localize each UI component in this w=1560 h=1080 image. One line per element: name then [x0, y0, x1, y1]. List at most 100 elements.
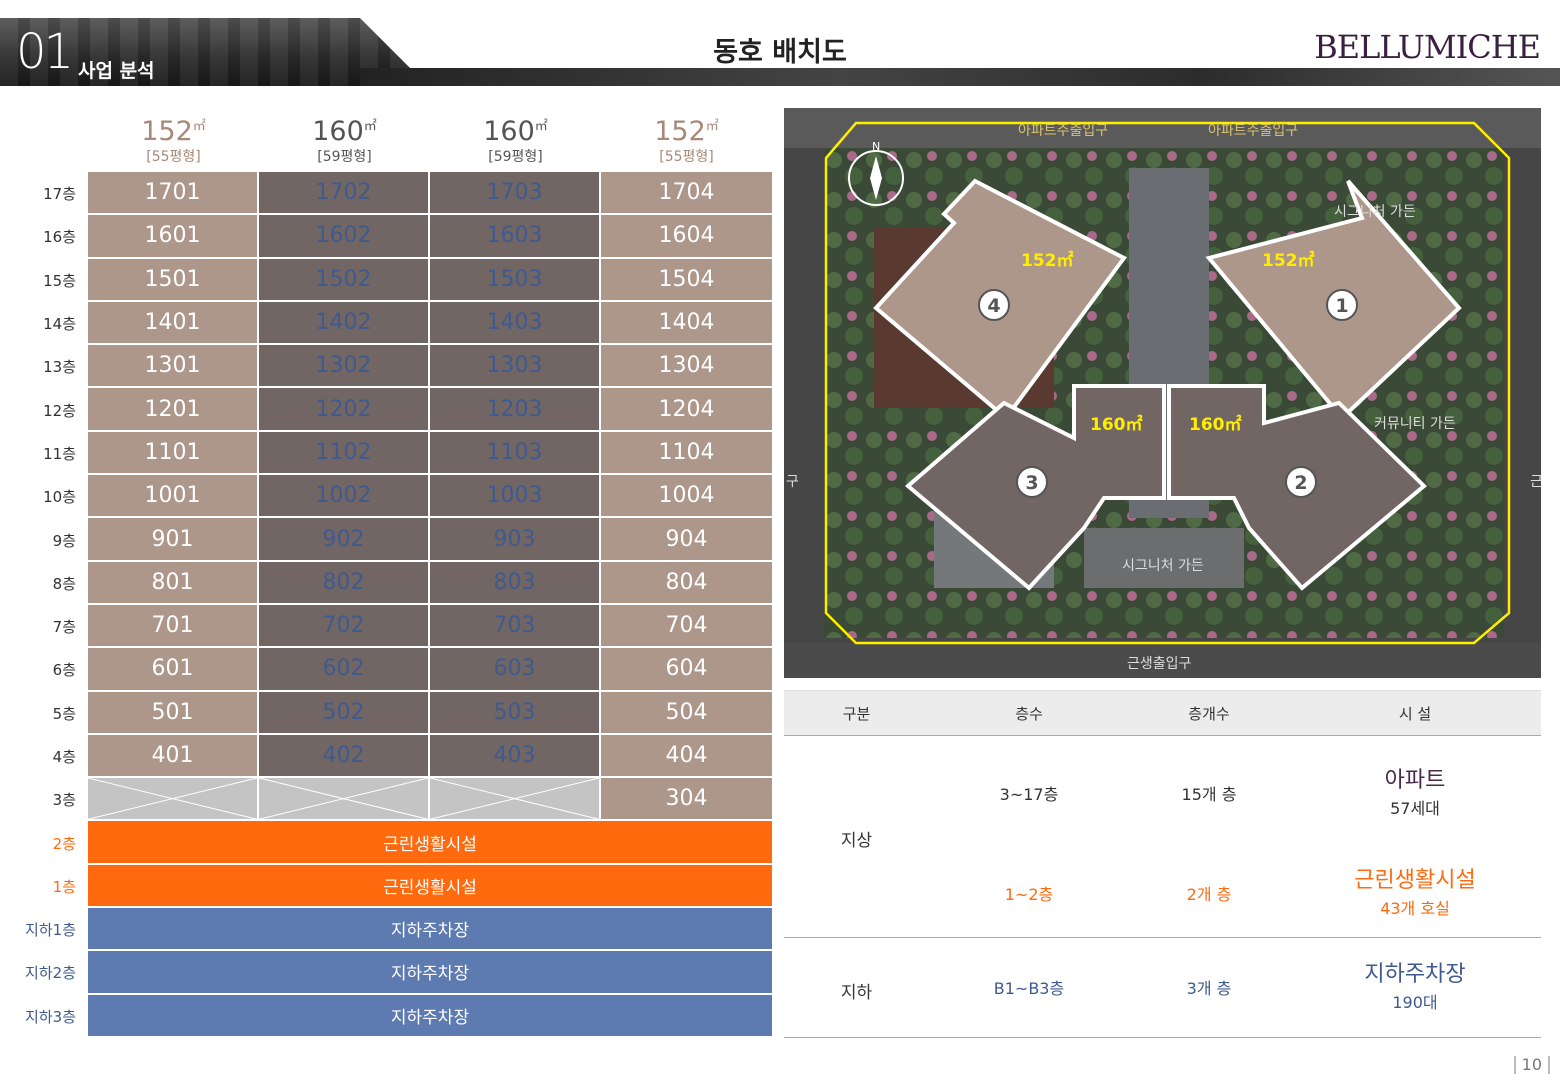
- unit-type-unit: ㎡: [534, 119, 548, 134]
- unit-type-pyeong: [59평형]: [317, 149, 372, 165]
- commercial-floor-bar: 근린생활시설: [88, 821, 772, 865]
- unit-cell: 1201: [88, 388, 259, 430]
- parking-floor-bar: 지하주차장: [88, 951, 772, 995]
- unit-type-pyeong: [55평형]: [659, 149, 714, 165]
- unit-number: 4: [987, 295, 1000, 317]
- unit-cell: 1002: [259, 475, 430, 517]
- floor-label: 17층: [43, 185, 76, 204]
- unit-cell: 1004: [601, 475, 772, 517]
- floor-label: 3층: [52, 791, 76, 810]
- unit-type-unit: ㎡: [192, 119, 206, 134]
- floor-label: 7층: [52, 618, 76, 637]
- header-floors: 층수: [1015, 704, 1043, 723]
- commercial-floor-bar: 근린생활시설: [88, 864, 772, 909]
- unit-cell: 902: [259, 518, 430, 560]
- unit-number-badge: [1285, 466, 1317, 498]
- section-number: 01: [16, 24, 74, 80]
- unit-cell: 1602: [259, 215, 430, 257]
- floors-cell: 1~2층: [1004, 885, 1054, 904]
- unit-cell: 1604: [601, 215, 772, 257]
- table-row: B1~B3층 3개 층 지하주차장 190대: [929, 952, 1541, 1022]
- floor-label: 5층: [52, 704, 76, 723]
- floor-label: 12층: [43, 401, 76, 420]
- unit-type: 160㎡ [59평형]: [259, 110, 430, 165]
- floor-label: 13층: [43, 358, 76, 377]
- unit-cell: 1204: [601, 388, 772, 430]
- entrance-label: 아파트주출입구: [1018, 123, 1108, 139]
- page-number: 10: [1513, 1056, 1550, 1074]
- unit-cell: 1703: [430, 172, 601, 214]
- count-cell: 3개 층: [1186, 979, 1232, 998]
- floor-row: 1층 근린생활시설: [0, 864, 772, 909]
- unit-cell: 1102: [259, 431, 430, 474]
- unit-type-header: 152㎡ [55평형] 160㎡ [59평형] 160㎡ [59평형] 152㎡…: [88, 110, 772, 165]
- unit-type-unit: ㎡: [705, 119, 719, 134]
- unit-type-size: 160: [483, 116, 535, 147]
- facility-detail: 190대: [1392, 993, 1438, 1012]
- unit-number-badge: [1016, 466, 1048, 498]
- category-label: 지하: [840, 983, 873, 1003]
- unit-cell: 702: [259, 604, 430, 647]
- unit-cell: 402: [259, 734, 430, 777]
- unit-cell: 1603: [430, 215, 601, 257]
- unit-cell: 1003: [430, 475, 601, 517]
- unit-type-pyeong: [59평형]: [488, 149, 543, 165]
- site-boundary: [824, 121, 1511, 645]
- unit-number: 1: [1335, 295, 1348, 317]
- unit-area-label: 160㎡: [1189, 414, 1242, 435]
- facility-name: 근린생활시설: [1354, 868, 1476, 893]
- unit-cell: 1402: [259, 301, 430, 344]
- unit-cell: 803: [430, 561, 601, 603]
- table-row: 3~17층 15개 층 아파트 57세대: [929, 758, 1541, 828]
- unit-cell: 903: [430, 518, 601, 560]
- unit-cell: 1504: [601, 258, 772, 300]
- unit-cell: 1401: [88, 301, 259, 344]
- parking-floor-bar: 지하주차장: [88, 908, 772, 952]
- unit-cell: 1301: [88, 345, 259, 387]
- unit-cell: 1503: [430, 258, 601, 300]
- unit-type-pyeong: [55평형]: [146, 149, 201, 165]
- floor-label: 1층: [52, 877, 76, 896]
- unit-cell: 1104: [601, 431, 772, 474]
- count-cell: 2개 층: [1186, 885, 1232, 904]
- floor-label: 6층: [52, 661, 76, 680]
- unit-type: 152㎡ [55평형]: [88, 110, 259, 165]
- unit-cell: 1502: [259, 258, 430, 300]
- unit-cell: 1203: [430, 388, 601, 430]
- header-facility: 시 설: [1398, 704, 1432, 723]
- facility-detail: 43개 호실: [1380, 899, 1450, 918]
- unit-cell: 1303: [430, 345, 601, 387]
- unit-type-size: 160: [312, 116, 364, 147]
- unit-cell: 1404: [601, 301, 772, 344]
- unit-cell: 501: [88, 691, 259, 733]
- garden-label: 시그니처 가든: [1334, 204, 1416, 220]
- unit-cell: 904: [601, 518, 772, 560]
- facility-name: 아파트: [1384, 768, 1446, 793]
- unit-cell: 1601: [88, 215, 259, 257]
- garden-label: 커뮤니티 가든: [1374, 416, 1456, 432]
- unit-area-label: 152㎡: [1021, 250, 1074, 271]
- side-label: 근: [1530, 474, 1541, 490]
- empty-unit-cell: [259, 778, 430, 820]
- facility-cell: 근린생활시설 43개 호실: [1289, 858, 1541, 928]
- header-category: 구분: [842, 704, 871, 723]
- header: 01 사업 분석 동호 배치도 BELLUMICHE: [0, 0, 1560, 86]
- facility-cell: 지하주차장 190대: [1289, 952, 1541, 1022]
- floor-label: 14층: [43, 315, 76, 334]
- unit-cell: 704: [601, 604, 772, 647]
- site-plan: N 아파트주출입구 아파트주출입구 시그니처 가든 커뮤니티 가든 시그니처 가…: [784, 108, 1541, 678]
- unit-type: 152㎡ [55평형]: [601, 110, 772, 165]
- facility-name: 지하주차장: [1364, 962, 1466, 987]
- unit-cell: 1304: [601, 345, 772, 387]
